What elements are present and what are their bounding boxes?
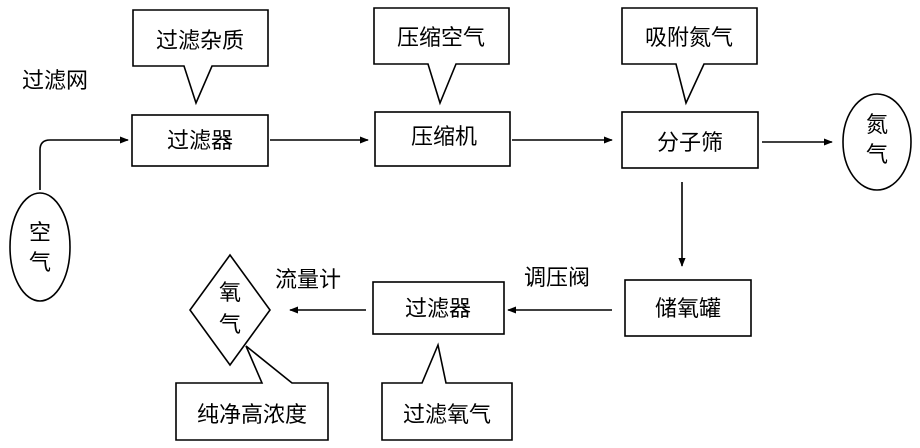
callout-compress-air xyxy=(373,7,510,106)
node-compressor-label: 压缩机 xyxy=(411,125,477,150)
node-air xyxy=(9,192,71,302)
node-air-label-1: 空 xyxy=(29,221,51,246)
node-filter-bottom-label: 过滤器 xyxy=(405,297,471,322)
callout-filter-oxygen-label: 过滤氧气 xyxy=(403,403,491,428)
callout-filter-impurities xyxy=(132,9,269,106)
label-filter-mesh: 过滤网 xyxy=(22,69,88,94)
callout-filter-impurities-label: 过滤杂质 xyxy=(156,29,244,54)
node-filter-top xyxy=(131,114,269,167)
callout-pure-high-conc-label: 纯净高浓度 xyxy=(197,403,307,428)
node-nitrogen-label-2: 气 xyxy=(866,143,888,168)
callout-compress-air-label: 压缩空气 xyxy=(397,26,485,51)
callout-adsorb-nitrogen xyxy=(621,7,758,106)
callout-filter-oxygen xyxy=(381,342,513,441)
edge-air-to-filter xyxy=(39,136,129,190)
callout-adsorb-nitrogen-label: 吸附氮气 xyxy=(645,26,733,51)
label-flow-meter: 流量计 xyxy=(275,268,341,293)
node-oxygen-tank-label: 储氧罐 xyxy=(655,297,721,322)
node-sieve-label: 分子筛 xyxy=(657,131,723,156)
node-nitrogen xyxy=(842,93,912,191)
node-compressor xyxy=(374,111,511,167)
node-filter-bottom xyxy=(372,281,505,335)
label-pressure-valve: 调压阀 xyxy=(524,266,590,291)
node-air-label-2: 气 xyxy=(29,251,51,276)
node-filter-top-label: 过滤器 xyxy=(167,129,233,154)
node-oxygen-label-2: 气 xyxy=(219,313,241,338)
node-nitrogen-label-1: 氮 xyxy=(866,113,888,138)
callout-pure-high-conc xyxy=(175,345,329,441)
node-oxygen xyxy=(189,253,271,367)
node-sieve xyxy=(621,111,759,169)
node-oxygen-label-1: 氧 xyxy=(219,281,241,306)
node-oxygen-tank xyxy=(624,279,752,337)
